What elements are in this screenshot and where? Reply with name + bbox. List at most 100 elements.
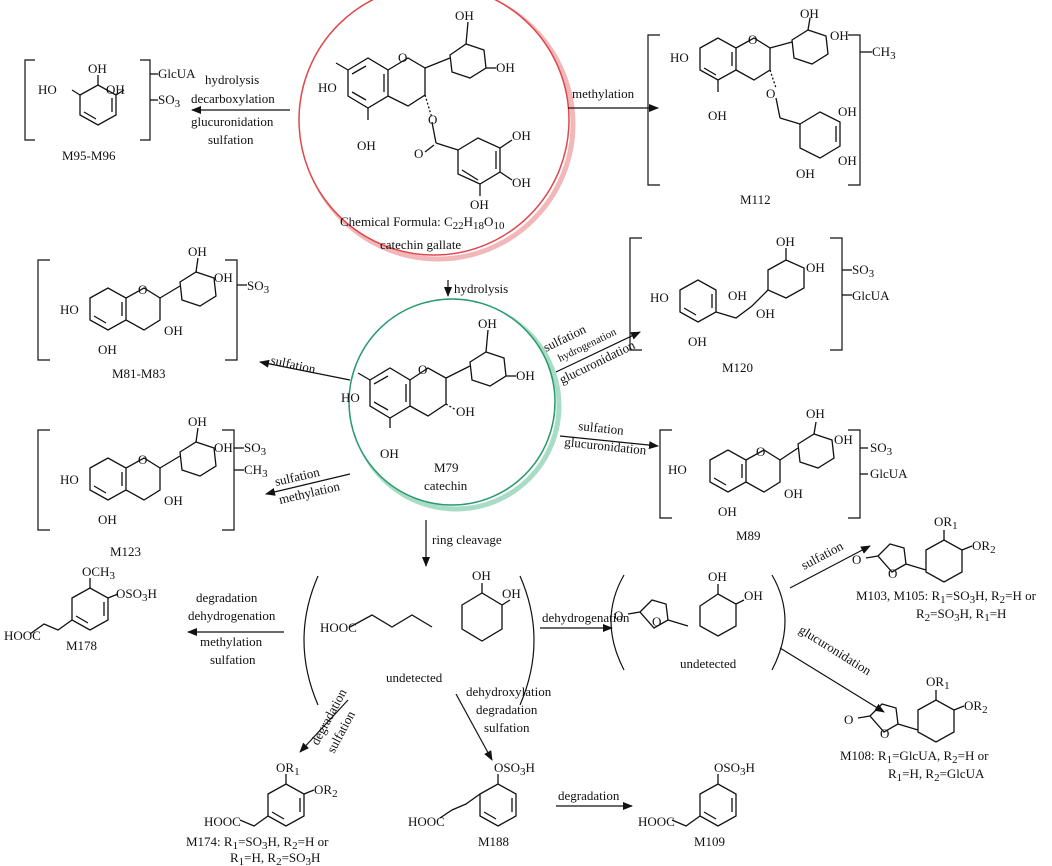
m95-structure [24, 59, 158, 141]
m103-o-ring: O [888, 566, 897, 581]
m120-oh-5: OH [688, 334, 707, 349]
cg-oh-label-1: OH [357, 138, 376, 153]
arrow-to-m123 [265, 473, 351, 496]
m95-so3: SO3 [158, 92, 181, 110]
cg-o-carbonyl: O [414, 146, 423, 161]
undetected1-label: undetected [386, 670, 443, 685]
m112-ch3: CH3 [872, 44, 896, 62]
m123-ho: HO [60, 472, 79, 487]
precursor-formula: Chemical Formula: C22H18O10 [340, 214, 505, 232]
m79-oh-label-3: OH [478, 316, 497, 331]
rxn-glucuronidation-1: glucuronidation [191, 114, 274, 129]
m178-oso3h: OSO3H [116, 586, 157, 604]
m95-oh-2: OH [106, 82, 125, 97]
m79-name: catechin [424, 478, 468, 493]
m120-oh-3: OH [728, 288, 747, 303]
cg-ho-label: HO [318, 80, 337, 95]
cg-oh-label-3: OH [496, 60, 515, 75]
catechin-gallate-structure [335, 21, 513, 196]
arrow-to-m174 [299, 699, 349, 753]
m123-so3: SO3 [244, 440, 267, 458]
m123-oh-3: OH [98, 512, 117, 527]
m112-o: O [748, 32, 757, 47]
catechin-structure [357, 329, 516, 428]
rxn-sulfation-6: sulfation [210, 652, 256, 667]
m81-oh-2: OH [214, 270, 233, 285]
m123-oh-1: OH [188, 414, 207, 429]
m174-or2: OR2 [314, 782, 338, 800]
m174-label-line2: R1=H, R2=SO3H [230, 850, 320, 866]
m120-so3: SO3 [852, 262, 875, 280]
m174-label-line1: M174: R1=SO3H, R2=H or [186, 834, 329, 852]
m103-label-line1: M103, M105: R1=SO3H, R2=H or [856, 588, 1037, 606]
rxn-degradation-12: degradation [558, 788, 620, 803]
m120-oh-1: OH [776, 234, 795, 249]
m79-o-label: O [418, 362, 427, 377]
m89-glcua: GlcUA [870, 466, 908, 481]
rxn-decarboxylation-1: decarboxylation [191, 91, 275, 106]
arrow-to-m103 [789, 545, 871, 589]
m174-or1: OR1 [276, 760, 300, 778]
m123-structure [37, 427, 244, 531]
rxn-glucuronidation-4: glucuronidation [564, 434, 648, 458]
cg-oh-label-6: OH [470, 197, 489, 212]
m95-oh-1: OH [88, 61, 107, 76]
undetected2-oh-1: OH [708, 569, 727, 584]
m108-label-line1: M108: R1=GlcUA, R2=H or [840, 748, 989, 766]
m112-label: M112 [740, 192, 771, 207]
m188-hooc: HOOC [408, 814, 445, 829]
m103-or1: OR1 [934, 514, 958, 532]
m178-och3: OCH3 [82, 564, 115, 582]
m108-or2: OR2 [964, 698, 988, 716]
m108-or1: OR1 [926, 674, 950, 692]
m123-label: M123 [110, 544, 141, 559]
m112-oh-1: OH [800, 6, 819, 21]
m188-label: M188 [478, 834, 509, 849]
rxn-ring-cleavage: ring cleavage [432, 532, 502, 547]
rxn-dehydrogenation-6: dehydrogenation [188, 608, 276, 623]
undetected1-hooc: HOOC [320, 620, 357, 635]
rxn-dehydroxylation-11: dehydroxylation [466, 684, 552, 699]
m81-so3: SO3 [247, 278, 270, 296]
m108-structure [857, 690, 965, 743]
rxn-sulfation-2: sulfation [269, 352, 317, 376]
rxn-methylation-6: methylation [200, 634, 263, 649]
m108-o-carbonyl: O [844, 712, 853, 727]
m188-oso3h: OSO3H [494, 760, 535, 778]
rxn-sulfation-1: sulfation [208, 132, 254, 147]
undetected2-o-carbonyl: O [614, 608, 623, 623]
m112-structure [647, 17, 872, 186]
rxn-degradation-11: degradation [476, 702, 538, 717]
m112-o-ester: O [766, 86, 775, 101]
m109-oso3h: OSO3H [714, 760, 755, 778]
m81-o: O [138, 282, 147, 297]
precursor-name: catechin gallate [380, 237, 461, 252]
undetected1-oh-1: OH [472, 568, 491, 583]
m112-oh-5: OH [838, 153, 857, 168]
m89-oh-4: OH [784, 486, 803, 501]
m81-oh-4: OH [164, 323, 183, 338]
rxn-hydrolysis-1: hydrolysis [205, 72, 259, 87]
m120-ho: HO [650, 290, 669, 305]
m120-glcua: GlcUA [852, 288, 890, 303]
m109-structure [671, 774, 737, 827]
m89-oh-3: OH [718, 504, 737, 519]
m108-o-ring: O [880, 726, 889, 741]
m103-o-carbonyl: O [852, 552, 861, 567]
rxn-sulfation-8: sulfation [798, 538, 846, 573]
m79-ho-label: HO [341, 390, 360, 405]
m79-oh-label-2: OH [456, 404, 475, 419]
cg-oh-label-2: OH [455, 8, 474, 23]
m109-label: M109 [694, 834, 725, 849]
rxn-glucuronidation-9: glucuronidation [796, 622, 874, 679]
m123-o: O [138, 452, 147, 467]
precursor-circle [298, 0, 576, 262]
m112-oh-6: OH [796, 166, 815, 181]
m123-ch3: CH3 [244, 462, 268, 480]
cg-o-label: O [398, 50, 407, 65]
rxn-sulfation-4: sulfation [578, 418, 625, 438]
m178-structure [29, 578, 119, 635]
m120-label: M120 [722, 360, 753, 375]
m81-oh-1: OH [188, 244, 207, 259]
